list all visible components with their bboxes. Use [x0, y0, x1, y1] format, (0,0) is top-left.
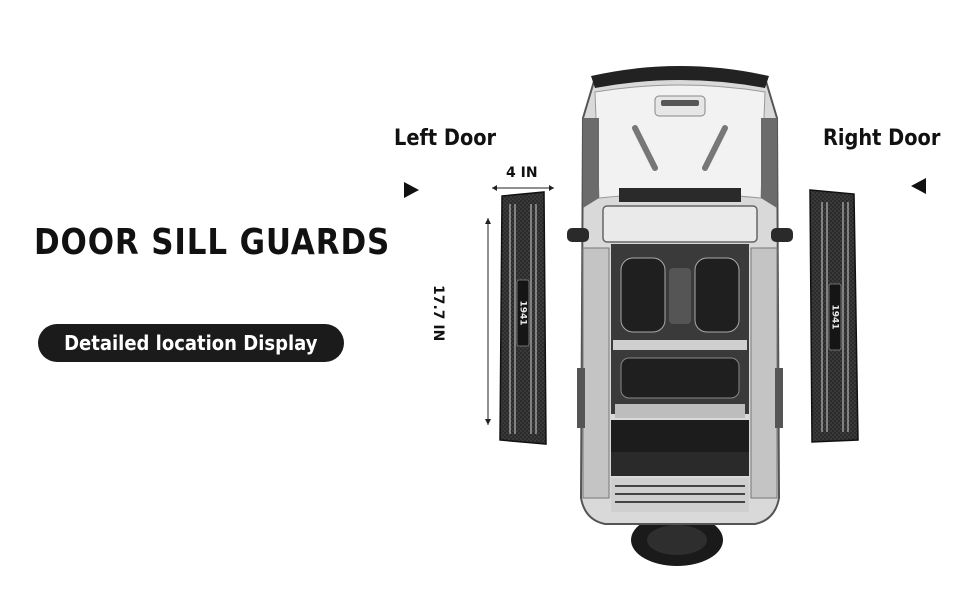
length-dimension-label: 17.7 IN [430, 285, 446, 342]
right-guard-logo: 1941 [830, 304, 840, 329]
left-sill-guard: 1941 [499, 191, 547, 445]
page-title: DOOR SILL GUARDS [34, 222, 391, 263]
location-display-label: Detailed location Display [64, 331, 318, 355]
triangle-left-icon [911, 178, 926, 194]
right-door-label: Right Door [823, 126, 941, 151]
left-door-label: Left Door [394, 126, 497, 151]
location-display-button[interactable]: Detailed location Display [38, 324, 344, 362]
left-guard-logo: 1941 [518, 300, 528, 325]
right-sill-guard: 1941 [809, 189, 859, 443]
width-dimension-label: 4 IN [506, 165, 538, 181]
triangle-right-icon [404, 182, 419, 198]
dimension-lines [485, 185, 554, 425]
suv-top-view-icon [567, 66, 793, 566]
